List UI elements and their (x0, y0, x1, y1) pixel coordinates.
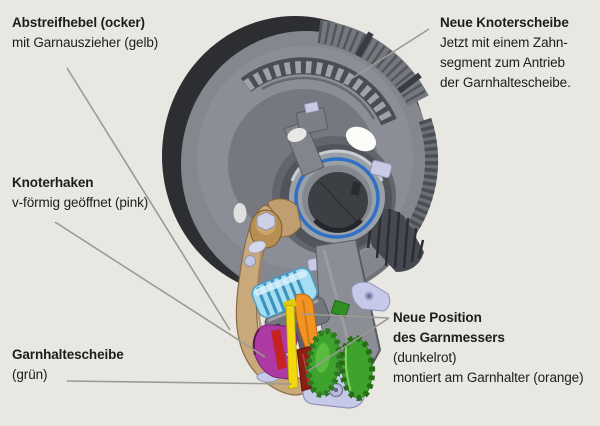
knoterhaken-hook (252, 324, 298, 380)
label-knoterscheibe-line3: der Garnhaltescheibe. (440, 75, 571, 90)
knoter-disc (162, 16, 439, 299)
leader-lines (54, 28, 430, 385)
leader-abstreifhebel (66, 67, 231, 331)
label-garnhaltescheibe-title: Garnhaltescheibe (12, 347, 124, 362)
label-garnmesser-line1: (dunkelrot) (393, 350, 457, 365)
leader-knoterhaken (54, 221, 266, 358)
hub-bearing (289, 149, 385, 243)
hex-nut (256, 211, 276, 232)
label-knoterscheibe: Neue Knoterscheibe Jetzt mit einem Zahn-… (440, 13, 571, 93)
label-garnhaltescheibe: Garnhaltescheibe (grün) (12, 345, 124, 385)
label-knoterhaken-title: Knoterhaken (12, 175, 94, 190)
label-garnmesser-line2: montiert am Garnhalter (orange) (393, 370, 584, 385)
highlight (345, 126, 377, 152)
green-chip (330, 299, 351, 318)
label-knoterscheibe-title: Neue Knoterscheibe (440, 15, 569, 30)
label-knoterhaken-subtitle: v-förmig geöffnet (pink) (12, 195, 149, 210)
label-garnmesser-title1: Neue Position (393, 310, 482, 325)
label-abstreifhebel-subtitle: mit Garnauszieher (gelb) (12, 35, 159, 50)
label-knoterscheibe-line2: segment zum Antrieb (440, 55, 565, 70)
cyan-drive-clamp (251, 267, 318, 319)
bearing-seal-ring (294, 157, 380, 239)
worm-gear-teeth (366, 208, 425, 272)
ratchet-teeth-ring (240, 57, 397, 126)
label-abstreifhebel: Abstreifhebel (ocker) mit Garnauszieher … (12, 13, 158, 53)
highlight (233, 203, 247, 223)
hook-red-stripe (271, 329, 287, 370)
label-knoterhaken: Knoterhaken v-förmig geöffnet (pink) (12, 173, 148, 213)
leader-knoterscheibe (342, 28, 430, 85)
leader-garnhalter (301, 313, 390, 319)
highlight (287, 127, 307, 143)
clevis-bracket (351, 281, 391, 312)
lever-pivot-bolt (244, 209, 283, 267)
green-gear (338, 335, 376, 401)
leader-garnmesser (307, 317, 390, 372)
leader-garnhaltescheibe (66, 380, 293, 385)
bolt (369, 159, 393, 179)
keyway-slot (350, 181, 362, 196)
label-garnhaltescheibe-subtitle: (grün) (12, 367, 48, 382)
label-garnmesser: Neue Position des Garnmessers (dunkelrot… (393, 308, 584, 388)
label-abstreifhebel-title: Abstreifhebel (ocker) (12, 15, 145, 30)
label-knoterscheibe-line1: Jetzt mit einem Zahn- (440, 35, 568, 50)
label-garnmesser-title2: des Garnmessers (393, 330, 505, 345)
garnauszieher-rod (282, 298, 299, 390)
disc-castellation (317, 20, 429, 107)
